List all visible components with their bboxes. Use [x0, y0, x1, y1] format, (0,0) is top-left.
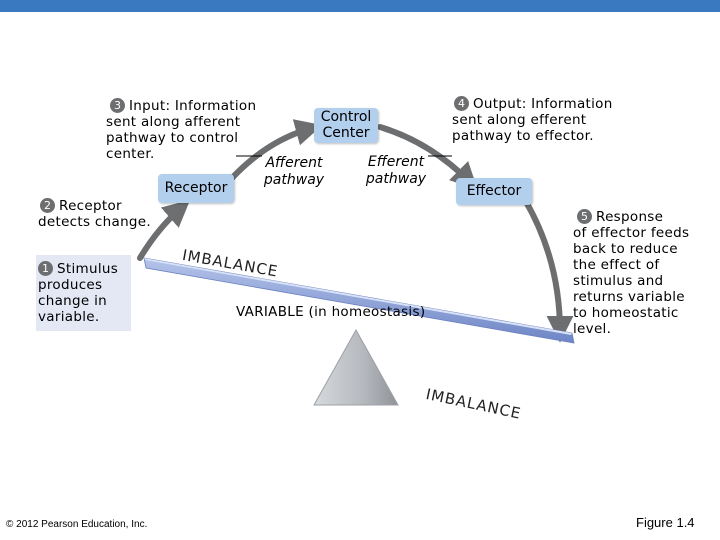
- step5-line2: of effector feeds: [573, 225, 690, 241]
- step5-line1: Response: [596, 209, 664, 225]
- figure-label: Figure 1.4: [636, 515, 695, 530]
- efferent-pathway-label: Efferent pathway: [362, 154, 430, 188]
- step3-line3: pathway to control: [106, 130, 239, 146]
- step2-text: 2 Receptor detects change.: [38, 198, 151, 230]
- step1-line3: change in: [38, 293, 107, 309]
- step4-line3: pathway to effector.: [452, 128, 594, 144]
- step1-number: 1: [38, 261, 53, 276]
- step3-line1: Input: Information: [129, 98, 257, 114]
- arc-receptor-to-control: [229, 119, 323, 181]
- step1-line2: produces: [38, 277, 103, 293]
- step3-number: 3: [110, 98, 125, 113]
- arc-stimulus-to-receptor: [137, 199, 191, 261]
- step4-line1: Output: Information: [473, 96, 613, 112]
- afferent-line1: Afferent: [265, 155, 323, 171]
- step2-line2: detects change.: [38, 214, 151, 230]
- receptor-box: Receptor: [158, 174, 234, 203]
- step5-number: 5: [577, 209, 592, 224]
- step5-line7: to homeostatic: [573, 305, 679, 321]
- fulcrum: [313, 328, 399, 406]
- step1-line1: Stimulus: [57, 261, 119, 277]
- control-center-line2: Center: [322, 125, 370, 141]
- variable-label: VARIABLE (in homeostasis): [236, 304, 426, 320]
- step1-text: 1 Stimulus produces change in variable.: [38, 261, 118, 325]
- efferent-line1: Efferent: [367, 154, 425, 170]
- step2-number: 2: [40, 198, 55, 213]
- afferent-pathway-label: Afferent pathway: [260, 155, 328, 189]
- top-banner: [0, 0, 720, 12]
- arc-effector-to-beam: [522, 197, 574, 343]
- control-center-line1: Control: [320, 109, 372, 125]
- step5-line4: the effect of: [573, 257, 660, 273]
- effector-box: Effector: [456, 178, 532, 205]
- afferent-line2: pathway: [263, 172, 325, 188]
- beam-highlight: [144, 258, 572, 335]
- step4-text: 4 Output: Information sent along efferent…: [452, 96, 613, 144]
- efferent-line2: pathway: [365, 171, 427, 187]
- control-center-box: Control Center: [314, 108, 378, 143]
- step5-line3: back to reduce: [573, 241, 678, 257]
- step5-text: 5 Response of effector feeds back to redu…: [573, 209, 689, 337]
- step4-line2: sent along efferent: [452, 112, 587, 128]
- arc-control-to-effector: [377, 124, 478, 190]
- copyright: © 2012 Pearson Education, Inc.: [6, 519, 148, 530]
- step1-line4: variable.: [38, 309, 100, 325]
- step5-line5: stimulus and: [573, 273, 664, 289]
- step3-line2: sent along afferent: [106, 114, 241, 130]
- step4-number: 4: [454, 96, 469, 111]
- step2-line1: Receptor: [59, 198, 122, 214]
- step5-line6: returns variable: [573, 289, 685, 305]
- step3-line4: center.: [106, 146, 155, 162]
- step5-line8: level.: [573, 321, 612, 337]
